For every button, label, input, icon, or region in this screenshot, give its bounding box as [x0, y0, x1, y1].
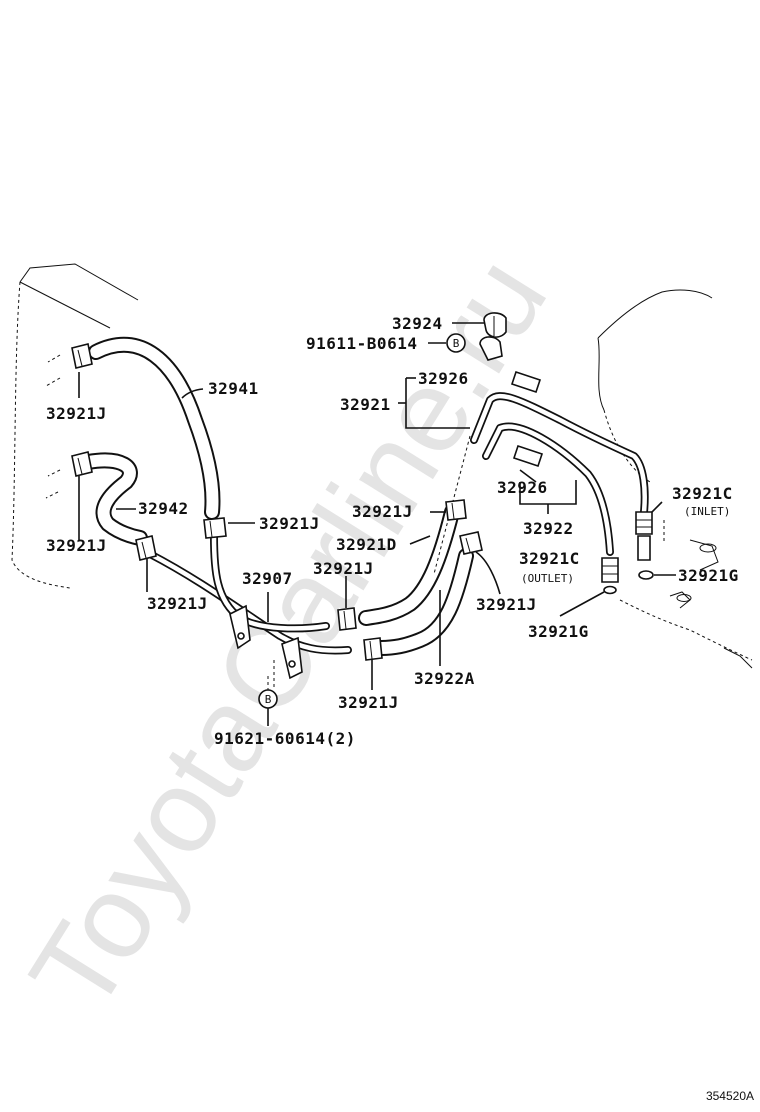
hose-32941 — [88, 336, 221, 520]
clamp-32921J-32941-end — [203, 517, 227, 539]
sleeve-32926-top — [510, 370, 542, 394]
label-32922: 32922 — [523, 519, 574, 538]
label-32921: 32921 — [340, 395, 391, 414]
label-32942: 32942 — [138, 499, 189, 518]
label-32921J-d: 32921J — [352, 502, 413, 521]
clamp-32921J-32922A-bottom — [363, 637, 383, 661]
hose-32942 — [80, 452, 148, 546]
illustration-code: 354520A — [706, 1089, 754, 1103]
clamp-32921J-32921D-bottom — [337, 607, 357, 631]
label-91611-B0614: 91611-B0614 — [306, 334, 417, 353]
label-32926-b: 32926 — [497, 478, 548, 497]
reference-b-marker-top: B — [446, 333, 466, 353]
label-32924: 32924 — [392, 314, 443, 333]
label-91621-60614: 91621-60614(2) — [214, 729, 356, 748]
label-32941: 32941 — [208, 379, 259, 398]
gasket-32921G-inlet — [638, 570, 654, 580]
label-32921G-a: 32921G — [678, 566, 739, 585]
label-32921J-g: 32921J — [476, 595, 537, 614]
clamp-32921J-32922A-top — [459, 531, 483, 555]
label-32921J-f: 32921J — [313, 559, 374, 578]
label-32921J-c: 32921J — [259, 514, 320, 533]
label-32921J-e: 32921J — [147, 594, 208, 613]
label-32926-a: 32926 — [418, 369, 469, 388]
clip-32924 — [479, 312, 507, 361]
svg-text:B: B — [265, 693, 272, 706]
label-outlet-note: (OUTLET) — [521, 572, 574, 585]
hose-32921D — [358, 504, 460, 626]
label-32921C-inlet: 32921C — [672, 484, 733, 503]
label-32921J-a: 32921J — [46, 404, 107, 423]
part-labels: 32924 91611-B0614 32941 32921J 32926 329… — [46, 314, 739, 748]
label-32907: 32907 — [242, 569, 293, 588]
union-32921C-outlet — [601, 557, 619, 583]
hose-32922A — [372, 548, 474, 656]
reference-b-marker-bottom: B — [258, 689, 278, 709]
line-32922 — [482, 422, 614, 556]
label-32921J-h: 32921J — [338, 693, 399, 712]
svg-text:B: B — [453, 337, 460, 350]
clamp-32921J-32942-end — [135, 535, 157, 561]
label-32921J-b: 32921J — [46, 536, 107, 555]
label-32921D: 32921D — [336, 535, 397, 554]
label-inlet-note: (INLET) — [684, 505, 730, 518]
line-32921 — [470, 392, 649, 516]
clamp-32921J-32921D-top — [445, 499, 467, 521]
gasket-32921G-outlet — [603, 585, 617, 595]
sleeve-32926-mid — [512, 444, 544, 468]
label-32922A: 32922A — [414, 669, 475, 688]
union-32921C-inlet — [635, 511, 653, 561]
pipe-32907 — [146, 532, 352, 680]
label-32921G-b: 32921G — [528, 622, 589, 641]
clamp-32921J-topleft — [71, 343, 93, 369]
engine-block-outline — [11, 263, 139, 589]
pump-housing-outline — [597, 289, 753, 669]
label-32921C-outlet: 32921C — [519, 549, 580, 568]
clamp-32921J-midleft — [71, 451, 93, 477]
